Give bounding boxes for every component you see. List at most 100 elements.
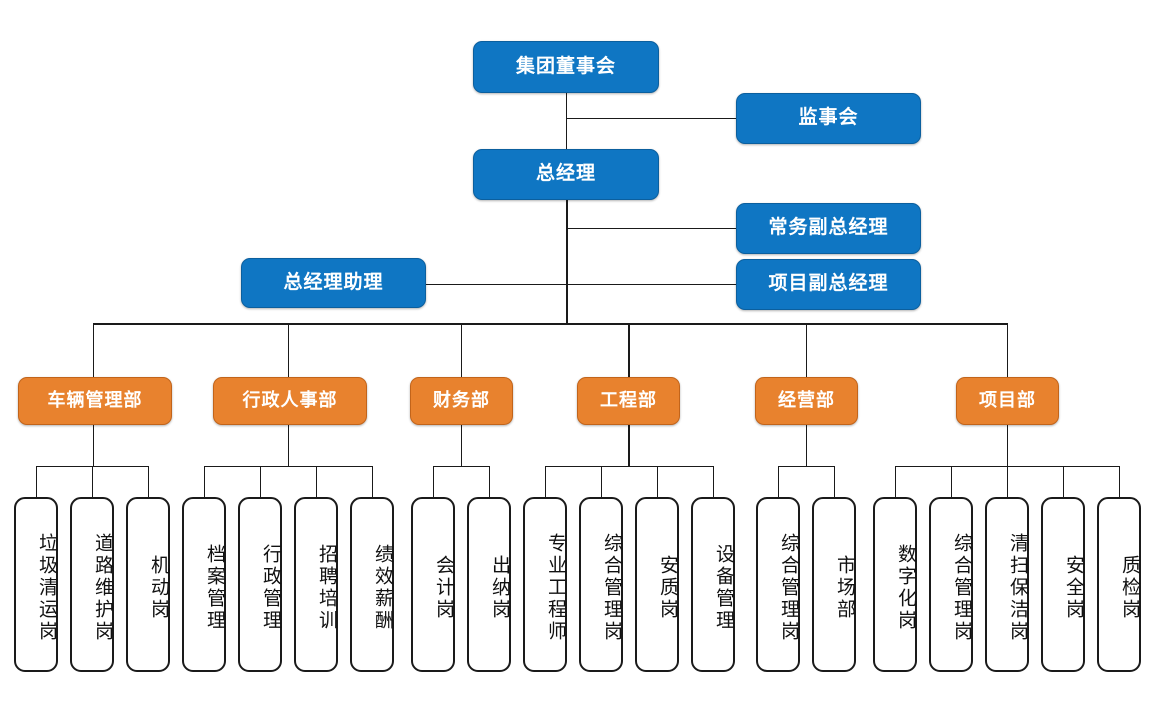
connector-bus-drop-1 [93, 323, 94, 377]
node-label: 总经理 [535, 163, 596, 185]
connector-dept3-leaf-2 [657, 466, 658, 497]
node-label: 总经理助理 [283, 271, 384, 293]
connector-dept1-bus [204, 466, 373, 467]
connector-spine-to-project-deputy [567, 284, 736, 285]
connector-bus-drop-2 [288, 323, 289, 377]
department-node-0[interactable]: 车辆管理部 [18, 377, 172, 425]
position-label: 综合管理岗 [601, 532, 622, 643]
connector-dept5-leaf-0 [895, 466, 896, 497]
position-label: 综合管理岗 [951, 532, 972, 643]
connector-gm-spine-to-supervisory [566, 118, 736, 119]
position-node-3[interactable]: 档案管理 [182, 497, 226, 672]
connector-bus-drop-5 [806, 323, 807, 377]
connector-dept3-leaf-1 [601, 466, 602, 497]
connector-dept1-down [288, 425, 289, 466]
connector-dept2-leaf-1 [489, 466, 490, 497]
node-general-manager[interactable]: 总经理 [473, 149, 659, 200]
position-node-9[interactable]: 专业工程师 [523, 497, 567, 672]
connector-dept4-down [806, 425, 807, 466]
position-label: 安质岗 [657, 554, 678, 621]
position-node-10[interactable]: 综合管理岗 [579, 497, 623, 672]
position-node-17[interactable]: 清扫保洁岗 [985, 497, 1029, 672]
position-node-2[interactable]: 机动岗 [126, 497, 170, 672]
connector-dept5-leaf-1 [951, 466, 952, 497]
node-label: 监事会 [798, 107, 859, 129]
connector-dept4-leaf-1 [834, 466, 835, 497]
position-node-0[interactable]: 垃圾清运岗 [14, 497, 58, 672]
department-label: 行政人事部 [242, 390, 338, 411]
connector-dept1-leaf-3 [372, 466, 373, 497]
node-project-deputy-gm[interactable]: 项目副总经理 [736, 259, 921, 310]
connector-dept1-leaf-1 [260, 466, 261, 497]
connector-department-bus [93, 323, 1008, 325]
position-node-15[interactable]: 数字化岗 [873, 497, 917, 672]
department-label: 财务部 [433, 390, 490, 411]
position-label: 垃圾清运岗 [36, 532, 57, 643]
position-label: 机动岗 [148, 554, 169, 621]
connector-dept3-leaf-0 [545, 466, 546, 497]
connector-gm-down-spine [566, 200, 568, 324]
position-node-1[interactable]: 道路维护岗 [70, 497, 114, 672]
position-label: 会计岗 [433, 554, 454, 621]
department-node-4[interactable]: 经营部 [755, 377, 858, 425]
position-label: 行政管理 [260, 543, 281, 632]
position-node-6[interactable]: 绩效薪酬 [350, 497, 394, 672]
position-node-18[interactable]: 安全岗 [1041, 497, 1085, 672]
position-label: 综合管理岗 [778, 532, 799, 643]
position-label: 设备管理 [713, 543, 734, 632]
position-label: 绩效薪酬 [372, 543, 393, 632]
connector-dept0-leaf-0 [36, 466, 37, 497]
connector-dept1-leaf-2 [316, 466, 317, 497]
node-label: 常务副总经理 [768, 217, 889, 239]
position-label: 专业工程师 [545, 532, 566, 643]
node-board-of-directors[interactable]: 集团董事会 [473, 41, 659, 93]
connector-bus-drop-4 [628, 323, 630, 377]
position-label: 质检岗 [1119, 554, 1140, 621]
position-node-8[interactable]: 出纳岗 [467, 497, 511, 672]
department-label: 项目部 [979, 390, 1036, 411]
position-label: 道路维护岗 [92, 532, 113, 643]
connector-dept3-leaf-3 [713, 466, 714, 497]
node-supervisory-board[interactable]: 监事会 [736, 93, 921, 144]
connector-dept2-leaf-0 [433, 466, 434, 497]
connector-dept2-down [461, 425, 462, 466]
department-node-2[interactable]: 财务部 [410, 377, 513, 425]
position-node-11[interactable]: 安质岗 [635, 497, 679, 672]
position-node-19[interactable]: 质检岗 [1097, 497, 1141, 672]
position-label: 市场部 [834, 554, 855, 621]
position-node-13[interactable]: 综合管理岗 [756, 497, 800, 672]
node-executive-deputy-gm[interactable]: 常务副总经理 [736, 203, 921, 254]
department-node-1[interactable]: 行政人事部 [213, 377, 367, 425]
department-node-5[interactable]: 项目部 [956, 377, 1059, 425]
position-node-5[interactable]: 招聘培训 [294, 497, 338, 672]
position-node-12[interactable]: 设备管理 [691, 497, 735, 672]
connector-dept1-leaf-0 [204, 466, 205, 497]
position-node-16[interactable]: 综合管理岗 [929, 497, 973, 672]
connector-dept5-leaf-3 [1063, 466, 1064, 497]
connector-gm-assistant-to-spine [426, 284, 567, 285]
node-gm-assistant[interactable]: 总经理助理 [241, 258, 426, 308]
position-node-7[interactable]: 会计岗 [411, 497, 455, 672]
position-label: 清扫保洁岗 [1007, 532, 1028, 643]
connector-dept5-leaf-4 [1119, 466, 1120, 497]
connector-dept2-bus [433, 466, 490, 467]
connector-dept0-leaf-1 [92, 466, 93, 497]
connector-bus-drop-6 [1007, 323, 1008, 377]
department-label: 经营部 [778, 390, 835, 411]
node-label: 项目副总经理 [768, 273, 889, 295]
department-label: 车辆管理部 [47, 390, 143, 411]
connector-spine-to-executive-deputy [567, 228, 736, 229]
position-node-14[interactable]: 市场部 [812, 497, 856, 672]
connector-dept3-bus [545, 466, 714, 467]
connector-board-to-gm [566, 93, 567, 149]
connector-dept3-down [628, 425, 630, 466]
position-label: 数字化岗 [895, 543, 916, 632]
department-node-3[interactable]: 工程部 [577, 377, 680, 425]
position-node-4[interactable]: 行政管理 [238, 497, 282, 672]
position-label: 出纳岗 [489, 554, 510, 621]
connector-dept4-leaf-0 [778, 466, 779, 497]
position-label: 安全岗 [1063, 554, 1084, 621]
department-label: 工程部 [600, 390, 657, 411]
connector-dept0-leaf-2 [148, 466, 149, 497]
